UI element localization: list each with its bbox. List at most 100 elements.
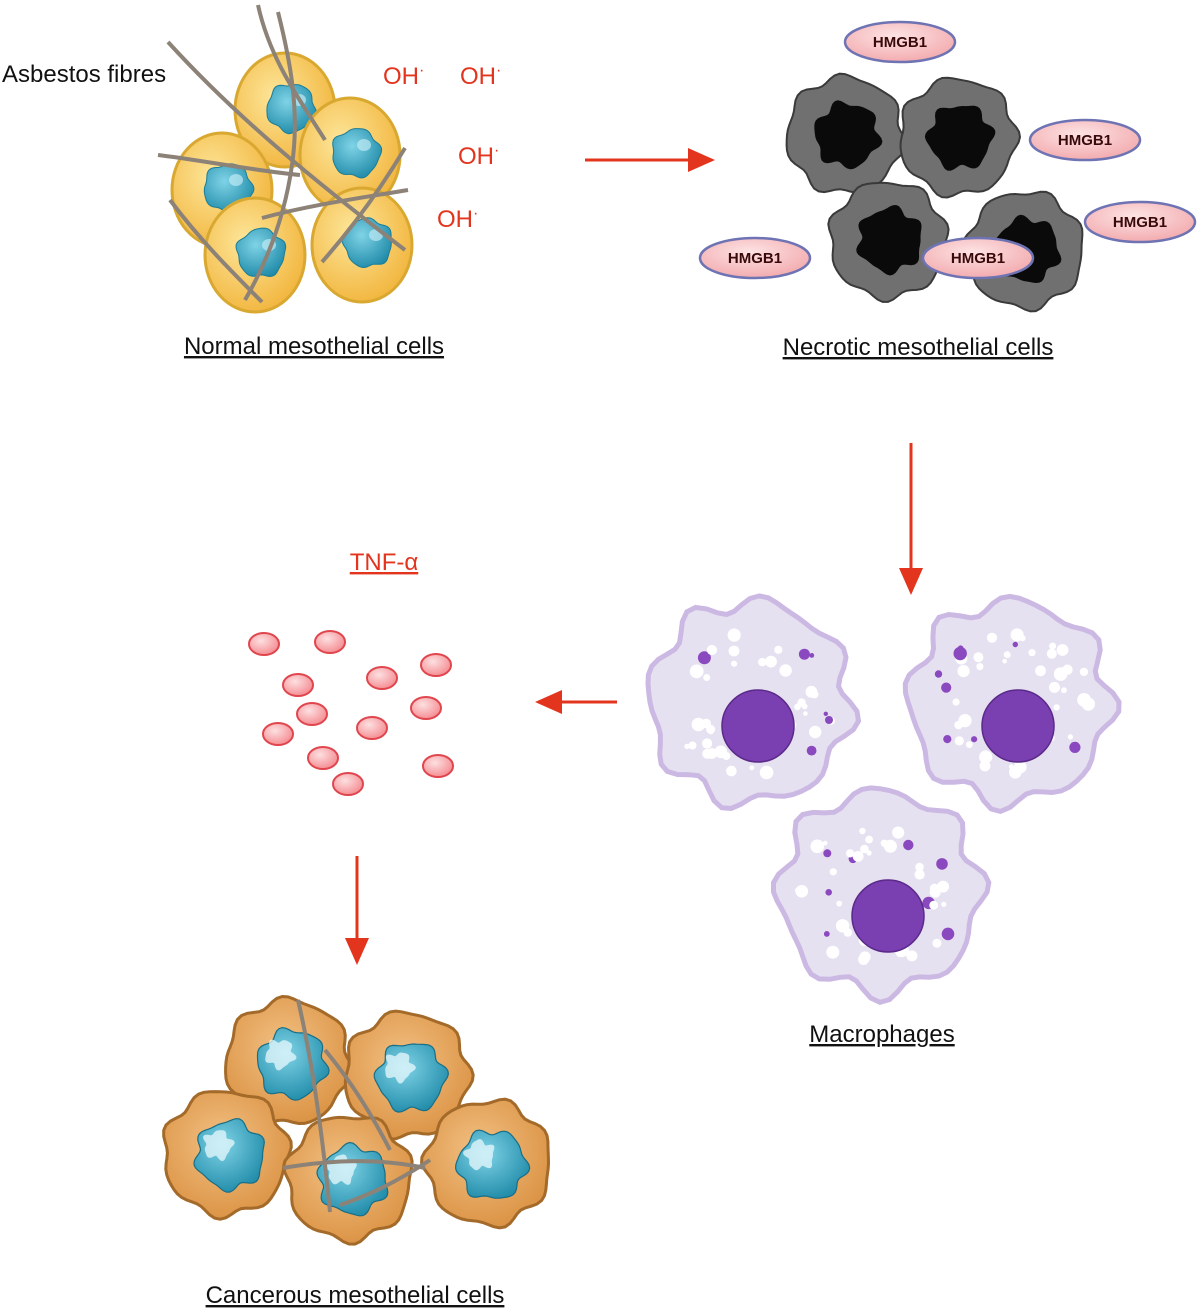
hmgb1-tag: HMGB1 [921,236,1035,280]
hydroxyl-radical: OH· [383,62,424,90]
vacuole [779,664,792,677]
vacuole [865,835,873,844]
hmgb1-label: HMGB1 [728,250,782,267]
asbestos-fibre [243,11,297,301]
vacuole [765,772,771,778]
asbestos-fibre [157,153,301,177]
hydroxyl-radicals-group: OH· OH· OH· OH· [383,62,501,233]
vacuole [932,938,942,948]
hydroxyl-radical: OH· [460,62,501,90]
vacuole [826,945,840,959]
granule [941,682,952,693]
vacuole [1003,651,1011,659]
hydroxyl-radical: OH· [458,142,499,170]
macrophage-nucleus [851,879,925,953]
cancer-fibres-group [282,999,432,1213]
vacuole [892,826,905,839]
tnf-alpha-molecule [356,716,388,740]
vacuole [1035,665,1046,677]
vacuole [1013,760,1027,774]
granule [934,670,943,678]
nucleus-highlight [385,1052,416,1084]
vacuole [688,741,697,750]
vacuole [954,720,963,730]
granule [943,735,952,744]
hmgb1-tag: HMGB1 [1028,118,1142,162]
nucleus-highlight [265,1039,297,1071]
cancerous-mesothelial-cells-group [162,994,551,1246]
vacuole [794,703,801,711]
tnf-alpha-molecules-group [248,630,454,796]
macrophage-nucleus [981,689,1055,763]
vacuole [852,851,864,862]
normal-mesothelial-cells-group [170,51,414,314]
nucleus-highlight [463,1139,495,1171]
asbestos-fibre [339,1158,432,1207]
vacuole [896,951,903,958]
tnf-alpha-molecule [282,673,314,697]
tnf-alpha-caption: TNF-α [350,549,419,576]
granule [823,711,828,716]
tnf-alpha-molecule [248,632,280,656]
necrotic-cells-caption: Necrotic mesothelial cells [783,334,1054,361]
granule [936,858,948,870]
granule [823,931,830,937]
hmgb1-oval [843,20,957,64]
vacuole [801,703,808,710]
vacuole [684,743,690,750]
vacuole [952,698,960,706]
vacuole [822,840,828,846]
vacuole [860,844,869,854]
vacuole [759,765,774,780]
macrophages-group [645,593,1122,1005]
macrophage [902,593,1122,815]
asbestos-fibres-label: Asbestos fibres [2,61,166,88]
tnf-alpha-molecule [410,696,442,720]
vacuole [1019,635,1026,642]
vacuole [726,765,737,777]
cancerous-cells-caption: Cancerous mesothelial cells [206,1282,505,1308]
vacuole [929,883,940,893]
tnf-alpha-molecule [332,772,364,796]
hmgb1-label: HMGB1 [1058,132,1112,149]
asbestos-fibre [282,1159,426,1170]
asbestos-fibres-group [157,4,409,304]
vacuole [731,660,738,667]
vacuole [1077,693,1091,707]
granule [697,651,711,665]
necrotic-mesothelial-cell [785,72,908,194]
hmgb1-tag: HMGB1 [698,236,812,280]
vacuole [976,663,984,671]
vacuole [1028,649,1036,657]
vacuole [1067,734,1073,740]
vacuole [1056,644,1069,656]
vacuole [937,880,949,893]
vacuole [986,632,998,643]
tnf-alpha-molecule [420,653,452,677]
cancerous-mesothelial-cell [162,1090,293,1221]
tnf-alpha-molecule [366,666,398,690]
vacuole [714,745,728,759]
vacuole [774,645,783,654]
vacuole [1049,681,1060,693]
necrotic-cell-core [856,205,922,276]
vacuole [703,674,711,681]
vacuole [883,839,897,853]
vacuole [1079,667,1089,677]
hmgb1-tag: HMGB1 [843,20,957,64]
necrotic-mesothelial-cell [899,76,1022,199]
nucleus-highlight [229,174,243,186]
tnf-alpha-molecule [296,702,328,726]
asbestos-fibre [168,198,264,304]
vacuole [1002,658,1007,664]
vacuole [915,862,924,872]
vacuole [1053,667,1068,681]
vacuole [758,657,767,667]
vacuole [957,665,970,678]
vacuole [859,827,866,835]
granule [1069,741,1081,754]
vacuole [1053,704,1060,711]
asbestos-fibre [296,999,332,1213]
hydroxyl-radical: OH· [437,205,478,233]
